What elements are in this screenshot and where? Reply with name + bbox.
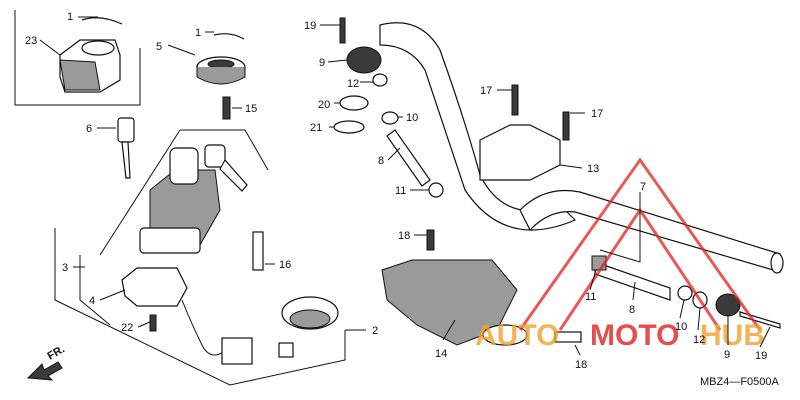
ignition-cover-part	[59, 17, 123, 93]
leader-lines	[39, 16, 771, 356]
callout-label: 17	[591, 108, 603, 120]
top-bridge-part	[381, 229, 582, 346]
callout-label: 11	[395, 185, 406, 197]
callout-label: 10	[406, 112, 418, 124]
callout-label: 1	[195, 27, 201, 39]
callout-label: 15	[245, 103, 257, 115]
right-handlebar-part	[519, 189, 784, 274]
callout-label: 9	[724, 349, 730, 361]
callout-label: 22	[121, 322, 133, 334]
bolt-15-part	[222, 96, 231, 120]
callout-label: 20	[318, 99, 330, 111]
upper-ring-part	[196, 33, 246, 85]
callout-labels: 1 23 1 5 15 6 3 4 22 16 2 19 9 12 20 10 …	[25, 11, 767, 371]
watermark-logo: AUTO MOTO HUB	[475, 157, 765, 352]
callout-label: 19	[755, 350, 767, 362]
ignition-switch-part	[139, 144, 248, 254]
callout-label: 2	[372, 325, 378, 337]
svg-text:HUB: HUB	[700, 319, 765, 352]
callout-label: 23	[25, 35, 37, 47]
left-handlebar-part	[379, 22, 577, 231]
svg-text:MOTO: MOTO	[590, 319, 679, 352]
callout-label: 21	[310, 122, 322, 134]
diagram-code: MBZ4—F0500A	[700, 376, 780, 388]
callout-label: 19	[304, 20, 316, 32]
callout-label: 18	[575, 359, 587, 371]
svg-text:AUTO: AUTO	[475, 319, 559, 352]
callout-label: 7	[640, 181, 646, 193]
callout-label: 3	[62, 262, 68, 274]
callout-label: 5	[156, 41, 162, 53]
callout-label: 4	[89, 295, 95, 307]
key-part	[117, 117, 135, 179]
callout-label: 12	[693, 334, 705, 346]
callout-label: 8	[629, 304, 635, 316]
callout-label: 12	[347, 78, 359, 90]
callout-label: 13	[587, 163, 599, 175]
front-marker-text: FR.	[46, 343, 67, 362]
callout-label: 14	[435, 348, 447, 360]
lower-switch-part	[121, 267, 294, 365]
callout-label: 9	[319, 57, 325, 69]
callout-label: 17	[480, 85, 492, 97]
callout-label: 6	[86, 123, 92, 135]
front-arrow-marker: FR.	[26, 343, 67, 381]
callout-label: 1	[67, 11, 73, 23]
callout-label: 16	[279, 259, 291, 271]
callout-label: 11	[585, 291, 596, 303]
ignition-assembly-outline	[54, 129, 346, 386]
cap-part	[281, 296, 339, 330]
bolt-16-part	[252, 231, 264, 271]
callout-label: 18	[398, 230, 410, 242]
inset-box	[14, 10, 141, 106]
handlebar-holder-part	[479, 84, 570, 181]
callout-label: 8	[378, 155, 384, 167]
left-grip-parts	[333, 17, 444, 198]
callout-label: 10	[675, 321, 687, 333]
